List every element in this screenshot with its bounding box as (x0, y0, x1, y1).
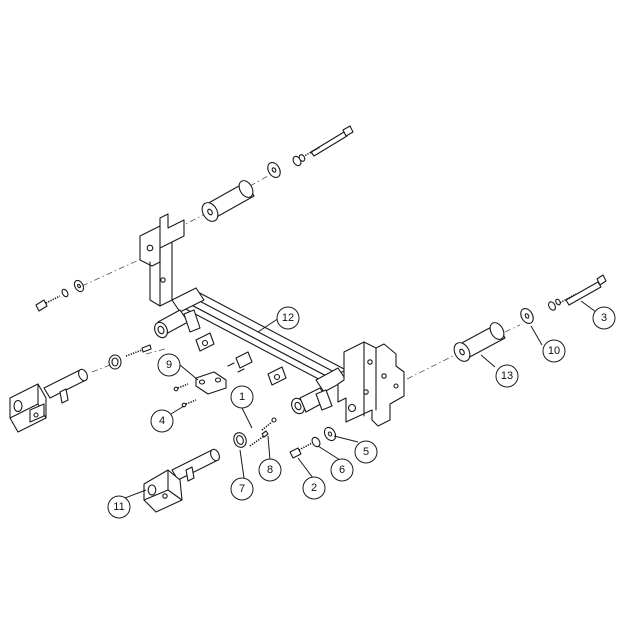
callout-1-label: 1 (239, 391, 245, 403)
left-upright-bracket (139, 213, 185, 307)
right-washer (520, 307, 534, 325)
plate-fasteners (173, 362, 245, 408)
callout-8: 8 (258, 458, 282, 482)
callout-leaders (124, 300, 597, 499)
callout-5: 5 (354, 440, 378, 464)
callout-11: 11 (107, 495, 131, 519)
callout-7: 7 (230, 477, 254, 501)
upper-spacer-sleeve (201, 180, 255, 222)
callout-1: 1 (230, 385, 254, 409)
main-cross-bar (154, 287, 347, 415)
callout-6: 6 (330, 458, 354, 482)
right-long-bolt (548, 274, 607, 311)
callout-3-label: 3 (601, 312, 607, 324)
callout-4-label: 4 (159, 415, 165, 427)
left-receiver-pin (9, 368, 88, 433)
callout-9: 9 (157, 353, 181, 377)
upper-nut-and-washer (267, 154, 306, 179)
callout-10-label: 10 (548, 345, 560, 357)
right-spacer-sleeve (453, 322, 506, 362)
callout-2: 2 (302, 476, 326, 500)
left-pin-hardware (108, 344, 152, 370)
pin-clip (249, 430, 269, 447)
retaining-pin (261, 417, 277, 431)
callout-4: 4 (150, 409, 174, 433)
lower-receiver-pin (143, 448, 220, 513)
callout-2-label: 2 (311, 482, 317, 494)
callout-13: 13 (495, 364, 519, 388)
callout-7-label: 7 (239, 483, 245, 495)
callout-9-label: 9 (166, 359, 172, 371)
mounting-plate (195, 371, 227, 395)
callout-13-label: 13 (501, 370, 513, 382)
hex-bolt (289, 442, 313, 459)
snap-ring (233, 432, 247, 448)
callout-12-label: 12 (282, 312, 294, 324)
left-side-bolt (35, 279, 85, 312)
callout-10: 10 (542, 339, 566, 363)
flat-washer (323, 426, 337, 442)
callout-6-label: 6 (339, 464, 345, 476)
upper-long-bolt (300, 125, 354, 159)
lock-nut (311, 436, 321, 448)
callout-11-label: 11 (113, 501, 124, 513)
callout-12: 12 (276, 306, 300, 330)
callout-3: 3 (592, 306, 616, 330)
callout-5-label: 5 (363, 446, 369, 458)
right-upright-bracket (337, 341, 405, 427)
callout-8-label: 8 (267, 464, 273, 476)
